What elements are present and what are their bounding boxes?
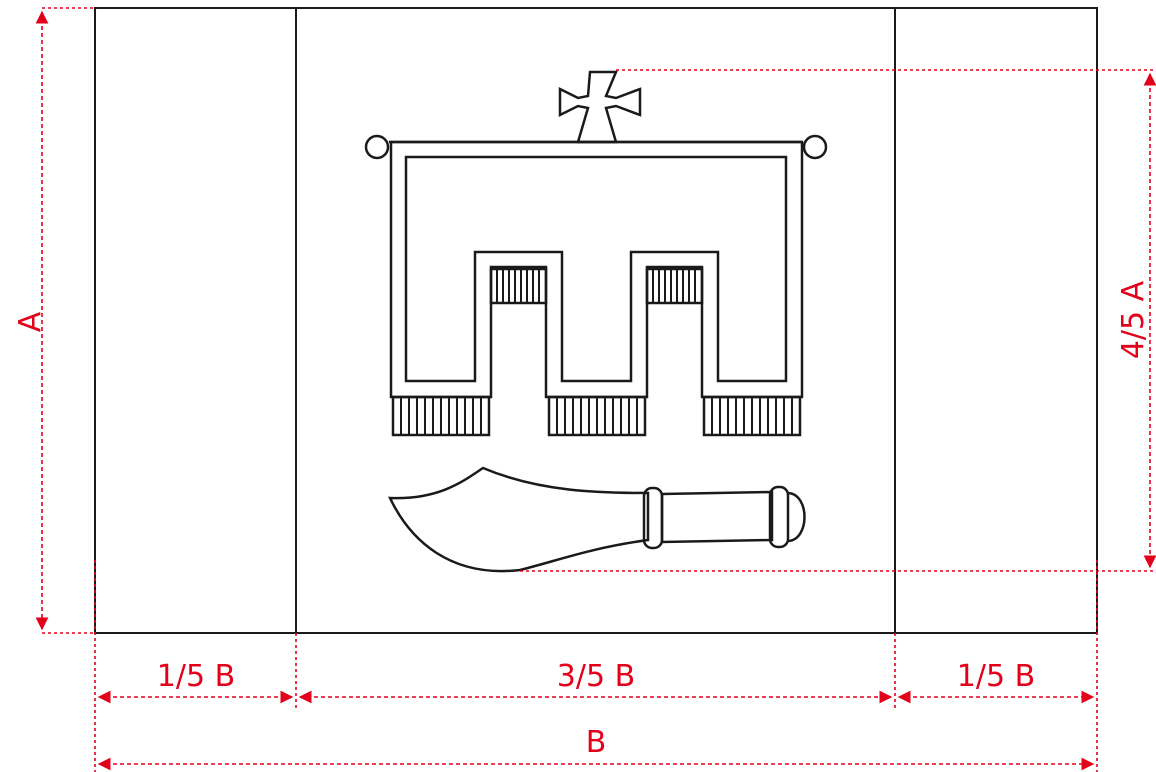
- label-height: A: [13, 311, 48, 332]
- dimension-lines: [35, 7, 1156, 772]
- banner-fringe-inner-left: [489, 267, 548, 305]
- flag-border: [94, 7, 1098, 634]
- banner-fringe-inner-right: [645, 267, 704, 305]
- banner-fringe-bottom-center: [547, 395, 647, 437]
- flag-outline: [94, 7, 1098, 634]
- banner-outer: [389, 140, 804, 399]
- label-left-band: 1/5 B: [157, 659, 235, 694]
- label-right-band: 1/5 B: [957, 659, 1035, 694]
- label-width: B: [586, 725, 607, 760]
- emblem: [364, 70, 828, 573]
- banner-knob-left: [364, 134, 390, 160]
- banner-inner: [404, 155, 788, 383]
- banner-fringe-bottom-right: [702, 395, 802, 437]
- machete-icon: [387, 466, 806, 573]
- cross-pattee-icon: [558, 70, 642, 144]
- label-center-band: 3/5 B: [557, 659, 635, 694]
- banner-knob-right: [802, 134, 828, 160]
- label-emblem-height: 4/5 A: [1116, 280, 1151, 359]
- banner-fringe-bottom-left: [391, 395, 491, 437]
